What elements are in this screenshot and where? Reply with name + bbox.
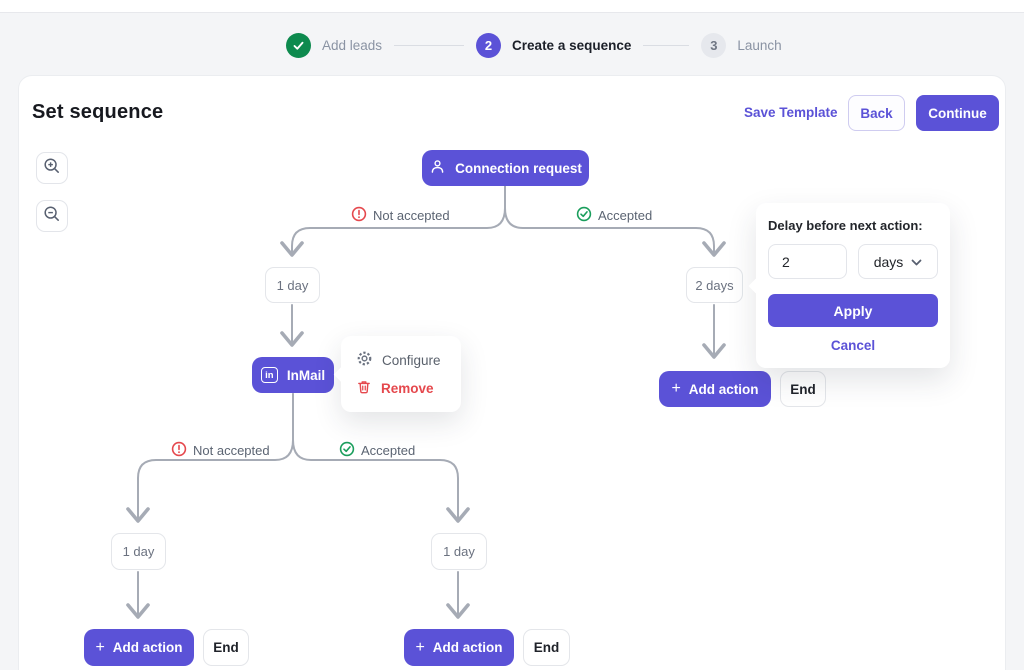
plus-icon: + [415, 638, 425, 656]
alert-circle-icon [171, 441, 187, 460]
end-node-bottom-middle[interactable]: End [523, 629, 570, 666]
stepper-step-launch[interactable]: 3 Launch [701, 33, 782, 58]
end-node-right[interactable]: End [780, 371, 826, 407]
button-label: Add action [112, 640, 183, 655]
branch-label-text: Accepted [361, 443, 416, 458]
node-label: Connection request [455, 160, 582, 176]
branch-label-not-accepted: Not accepted [351, 206, 450, 225]
apply-button[interactable]: Apply [768, 294, 938, 327]
page-title: Set sequence [32, 101, 164, 123]
trash-icon [356, 379, 372, 398]
branch-label-accepted: Accepted [576, 206, 652, 225]
node-label: InMail [286, 367, 326, 383]
save-template-link[interactable]: Save Template [744, 105, 838, 120]
delay-node-1day[interactable]: 1 day [431, 533, 487, 570]
step-label: Add leads [322, 38, 383, 53]
end-node-bottom-left[interactable]: End [203, 629, 249, 666]
delay-panel-title: Delay before next action: [768, 218, 923, 233]
delay-unit-select[interactable]: days [858, 244, 938, 279]
zoom-out-button[interactable] [36, 200, 68, 232]
delay-value-input[interactable] [768, 244, 847, 279]
zoom-in-icon [43, 157, 61, 180]
plus-icon: + [671, 380, 681, 397]
continue-button[interactable]: Continue [916, 95, 999, 131]
node-context-menu: Configure Remove [333, 336, 461, 412]
zoom-out-icon [43, 205, 61, 228]
step-number-badge: 2 [476, 33, 502, 58]
stepper-divider [643, 45, 690, 46]
branch-label-not-accepted: Not accepted [171, 441, 270, 460]
chevron-down-icon [911, 254, 922, 270]
menu-item-label: Configure [382, 352, 441, 368]
check-circle-icon [339, 441, 355, 460]
add-action-button-bottom-left[interactable]: + Add action [84, 629, 194, 666]
delay-node-1day[interactable]: 1 day [111, 533, 166, 570]
branch-label-accepted: Accepted [339, 441, 415, 460]
configure-menu-item[interactable]: Configure [356, 346, 461, 374]
gear-icon [356, 350, 373, 370]
branch-label-text: Not accepted [373, 208, 450, 223]
step-number-badge: 3 [701, 33, 727, 58]
menu-item-label: Remove [381, 380, 434, 396]
stepper-divider [394, 45, 465, 46]
zoom-in-button[interactable] [36, 152, 68, 184]
person-icon [429, 158, 446, 178]
add-action-button-right[interactable]: + Add action [659, 371, 771, 407]
stepper-step-create-sequence[interactable]: 2 Create a sequence [476, 33, 631, 58]
connection-request-node[interactable]: Connection request [422, 150, 589, 186]
inmail-node[interactable]: in InMail [252, 357, 334, 393]
stepper: Add leads 2 Create a sequence 3 Launch [286, 33, 782, 58]
delay-node-2days[interactable]: 2 days [686, 267, 743, 303]
alert-circle-icon [351, 206, 367, 225]
step-label: Launch [737, 38, 782, 53]
back-button[interactable]: Back [848, 95, 905, 131]
linkedin-icon: in [260, 367, 278, 383]
add-action-button-bottom-middle[interactable]: + Add action [404, 629, 514, 666]
delay-settings-panel: Delay before next action: days Apply Can… [748, 203, 950, 368]
step-done-check-icon [286, 33, 311, 58]
step-label: Create a sequence [512, 38, 632, 53]
top-strip [0, 0, 1024, 13]
button-label: Add action [688, 381, 759, 397]
remove-menu-item[interactable]: Remove [356, 374, 461, 402]
stepper-step-add-leads[interactable]: Add leads [286, 33, 382, 58]
delay-node-1day[interactable]: 1 day [265, 267, 320, 303]
check-circle-icon [576, 206, 592, 225]
button-label: Add action [432, 640, 503, 655]
cancel-link[interactable]: Cancel [830, 338, 876, 353]
branch-label-text: Not accepted [193, 443, 270, 458]
delay-unit-value: days [873, 253, 904, 270]
plus-icon: + [95, 638, 105, 656]
branch-label-text: Accepted [598, 208, 653, 223]
